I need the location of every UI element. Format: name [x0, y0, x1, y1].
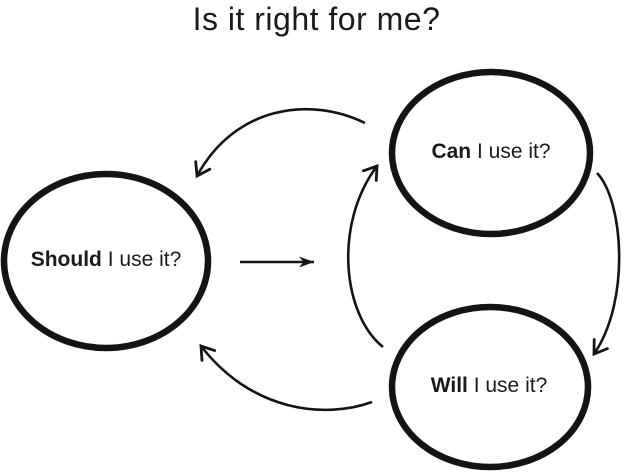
arrow-will-to-can: [346, 163, 384, 349]
arrow-can-to-should: [194, 107, 366, 179]
arrow-can-to-will: [592, 172, 621, 357]
node-label-can: Can I use it?: [431, 140, 550, 164]
node-label-will: Will I use it?: [431, 374, 548, 398]
node-label-should-rest: I use it?: [101, 248, 182, 271]
node-label-will-bold: Will: [430, 374, 468, 397]
node-label-should: Should I use it?: [31, 248, 182, 272]
node-label-can-bold: Can: [431, 140, 472, 163]
node-label-should-bold: Should: [30, 248, 102, 271]
diagram-title: Is it right for me?: [192, 1, 441, 37]
node-label-can-rest: I use it?: [471, 140, 551, 163]
node-label-will-rest: I use it?: [467, 374, 548, 397]
ellipse-can: [388, 68, 594, 238]
ellipse-should: [0, 170, 212, 352]
arrow-will-to-should: [199, 344, 373, 412]
ellipse-will: [388, 303, 592, 471]
